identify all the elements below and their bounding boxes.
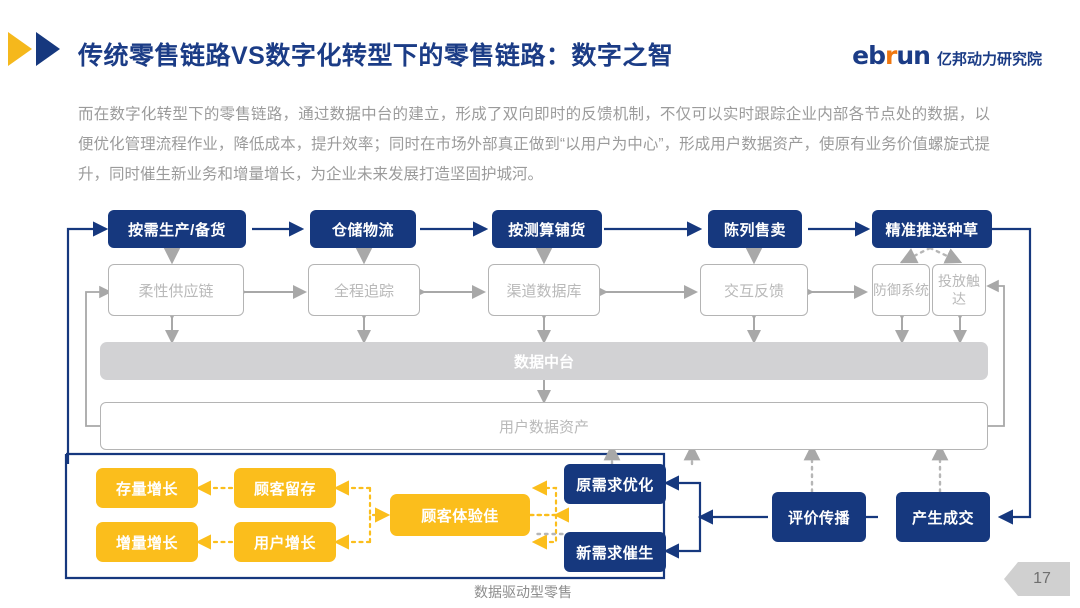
- node-label: 投放触达: [938, 273, 980, 307]
- page-title: 传统零售链路VS数字化转型下的零售链路：数字之智: [78, 42, 674, 70]
- node-stock-growth[interactable]: 存量增长: [96, 468, 198, 508]
- node-label: 新需求催生: [576, 544, 654, 562]
- node-flexible-supply-chain[interactable]: 柔性供应链: [108, 264, 244, 316]
- node-label: 陈列售卖: [723, 221, 786, 239]
- node-great-customer-experience[interactable]: 顾客体验佳: [390, 494, 530, 536]
- node-display-selling[interactable]: 陈列售卖: [708, 210, 802, 248]
- node-label: 用户数据资产: [498, 418, 589, 436]
- logo-text-eb: eb: [852, 41, 886, 70]
- node-label: 原需求优化: [576, 476, 654, 494]
- node-channel-database[interactable]: 渠道数据库: [488, 264, 600, 316]
- node-label: 仓储物流: [331, 221, 394, 239]
- node-label: 柔性供应链: [138, 282, 214, 300]
- node-label: 按需生产/备货: [128, 221, 226, 239]
- node-interactive-feedback[interactable]: 交互反馈: [700, 264, 808, 316]
- node-user-growth[interactable]: 用户增长: [234, 522, 336, 562]
- node-calculated-distribution[interactable]: 按测算铺货: [492, 210, 602, 248]
- node-label: 精准推送种草: [885, 221, 979, 239]
- logo-text-chinese: 亿邦动力研究院: [936, 51, 1042, 68]
- node-label: 用户增长: [253, 534, 316, 552]
- page-number-badge: 17: [1004, 562, 1070, 596]
- retail-chain-diagram: 按需生产/备货 仓储物流 按测算铺货 陈列售卖 精准推送种草 柔性供应链 全程追…: [0, 196, 1080, 608]
- node-original-demand-optimization[interactable]: 原需求优化: [564, 464, 666, 504]
- page-number: 17: [1033, 570, 1051, 587]
- node-label: 顾客体验佳: [421, 507, 499, 525]
- logo-text-r: r: [885, 41, 897, 70]
- node-label: 防御系统: [873, 282, 929, 298]
- node-user-data-assets[interactable]: 用户数据资产: [100, 402, 988, 450]
- node-label: 渠道数据库: [506, 282, 582, 300]
- node-transaction-generated[interactable]: 产生成交: [896, 492, 990, 542]
- node-defense-system[interactable]: 防御系统: [872, 264, 930, 316]
- node-new-demand-generation[interactable]: 新需求催生: [564, 532, 666, 572]
- node-on-demand-production[interactable]: 按需生产/备货: [108, 210, 246, 248]
- node-label: 按测算铺货: [508, 221, 586, 239]
- node-label: 全程追踪: [333, 282, 394, 300]
- logo-text-un: un: [896, 41, 931, 70]
- node-label: 增量增长: [115, 534, 178, 552]
- node-warehouse-logistics[interactable]: 仓储物流: [310, 210, 416, 248]
- node-label: 评价传播: [787, 509, 850, 527]
- node-customer-retention[interactable]: 顾客留存: [234, 468, 336, 508]
- chevron-double-right-icon: [8, 32, 74, 66]
- node-incremental-growth[interactable]: 增量增长: [96, 522, 198, 562]
- node-data-middle-platform[interactable]: 数据中台: [100, 342, 988, 380]
- node-review-dissemination[interactable]: 评价传播: [772, 492, 866, 542]
- node-label: 交互反馈: [723, 282, 784, 300]
- diagram-caption: 数据驱动型零售: [474, 584, 572, 600]
- node-label: 存量增长: [115, 480, 178, 498]
- node-label: 产生成交: [911, 509, 974, 527]
- node-full-tracking[interactable]: 全程追踪: [308, 264, 420, 316]
- node-label: 顾客留存: [253, 480, 316, 498]
- node-precise-push-seeding[interactable]: 精准推送种草: [872, 210, 992, 248]
- body-paragraph: 而在数字化转型下的零售链路，通过数据中台的建立，形成了双向即时的反馈机制，不仅可…: [78, 106, 990, 183]
- node-label: 数据中台: [513, 353, 574, 371]
- node-delivery-reach[interactable]: 投放触达: [932, 264, 986, 316]
